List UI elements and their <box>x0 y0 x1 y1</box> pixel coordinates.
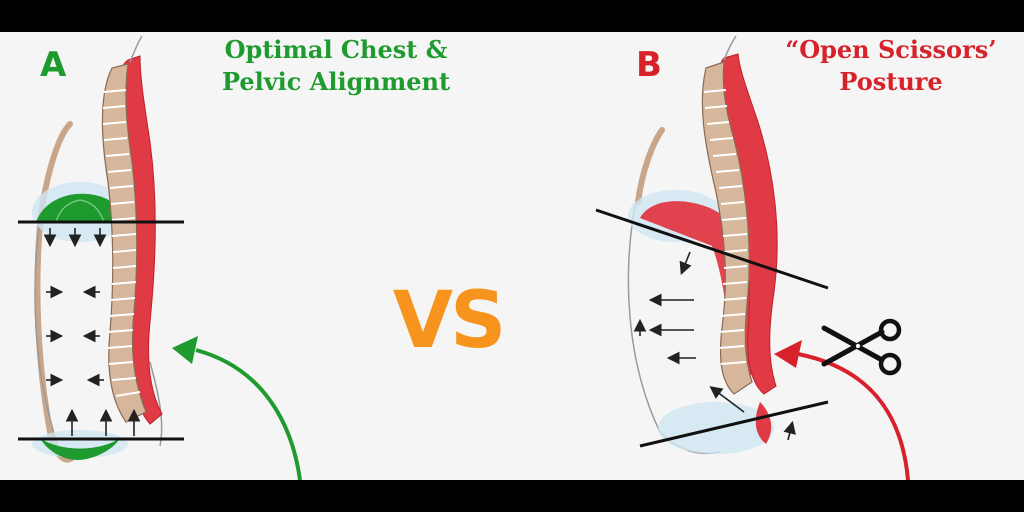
scissors-icon <box>821 318 902 376</box>
panel-a-inward-arrows <box>46 285 104 387</box>
panel-a-title: Optimal Chest & Pelvic Alignment <box>188 34 484 98</box>
panel-b-rib-outline <box>635 127 665 205</box>
panel-a-up-arrows <box>65 408 141 436</box>
panel-b-arrows <box>633 251 796 441</box>
panel-a-curved-arrow <box>195 348 302 480</box>
panel-a-body-outline <box>34 206 61 453</box>
panel-b-figure <box>595 35 910 480</box>
panel-b-lower-bar <box>639 400 829 448</box>
panel-b-letter: B <box>636 45 662 85</box>
versus-label: VS <box>392 276 507 366</box>
diagram-canvas: A Optimal Chest & Pelvic Alignment B “Op… <box>0 32 1024 480</box>
panel-b-curved-arrow <box>797 352 910 480</box>
panel-a-figure <box>18 35 302 480</box>
panel-b-title: “Open Scissors’ Posture <box>766 34 1016 98</box>
panel-b-spine <box>701 61 753 395</box>
panel-b-title-line1: “Open Scissors’ <box>785 35 997 64</box>
panel-a-down-arrows <box>43 228 107 248</box>
panel-b-upper-bar <box>595 208 829 290</box>
panel-a-title-line2: Pelvic Alignment <box>221 67 451 96</box>
panel-a-letter: A <box>40 45 67 85</box>
illustration-layer <box>18 35 910 480</box>
panel-b-title-line2: Posture <box>839 67 943 96</box>
panel-a-title-line1: Optimal Chest & <box>224 35 448 64</box>
